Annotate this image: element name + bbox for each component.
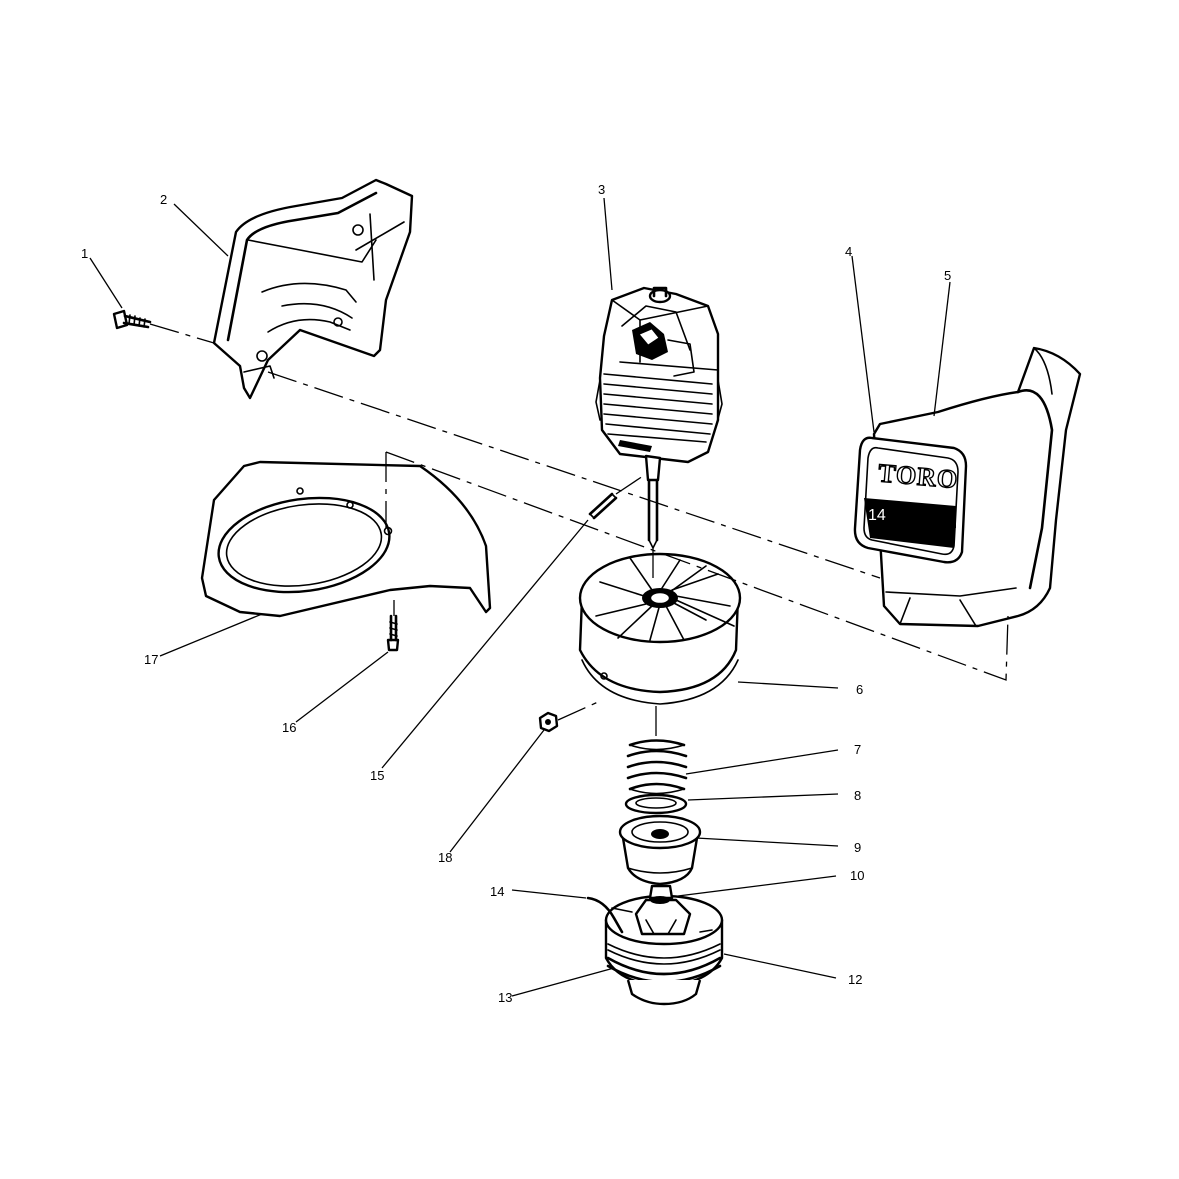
decal-model: 14 (868, 507, 886, 524)
part-3-motor (595, 286, 723, 549)
part-7-spring (626, 739, 688, 795)
callout-16: 16 (282, 720, 296, 735)
part-16-screw (386, 614, 400, 652)
callout-15: 15 (370, 768, 384, 783)
part-6-fan (578, 552, 742, 705)
callout-4: 4 (845, 244, 852, 259)
callout-6: 6 (856, 682, 863, 697)
part-1-screw (112, 309, 152, 330)
part-2-upper-housing (212, 178, 414, 400)
callout-1: 1 (81, 246, 88, 261)
callout-5: 5 (944, 268, 951, 283)
part-8-washer (624, 793, 688, 815)
callout-numbers: 1 2 3 4 5 6 7 8 9 10 12 13 14 15 16 17 1… (81, 182, 951, 1005)
part-14-line (586, 896, 624, 934)
callout-13: 13 (498, 990, 512, 1005)
part-13-bump-knob (626, 979, 702, 1006)
part-4-decal: TORO 14 (853, 436, 968, 564)
callout-8: 8 (854, 788, 861, 803)
callout-12: 12 (848, 972, 862, 987)
assembly-lines (149, 323, 1009, 738)
callout-2: 2 (160, 192, 167, 207)
callout-3: 3 (598, 182, 605, 197)
part-17-lower-shield (200, 460, 492, 618)
callout-14: 14 (490, 884, 504, 899)
part-18-nut (538, 711, 559, 733)
callout-10: 10 (850, 868, 864, 883)
callout-9: 9 (854, 840, 861, 855)
part-9-spool-cup (618, 814, 702, 886)
callout-17: 17 (144, 652, 158, 667)
part-15-pin (588, 492, 618, 520)
callout-7: 7 (854, 742, 861, 757)
decal-brand: TORO (877, 458, 959, 494)
part-10-arbor (634, 884, 692, 936)
callout-18: 18 (438, 850, 452, 865)
leader-lines (89, 197, 951, 997)
